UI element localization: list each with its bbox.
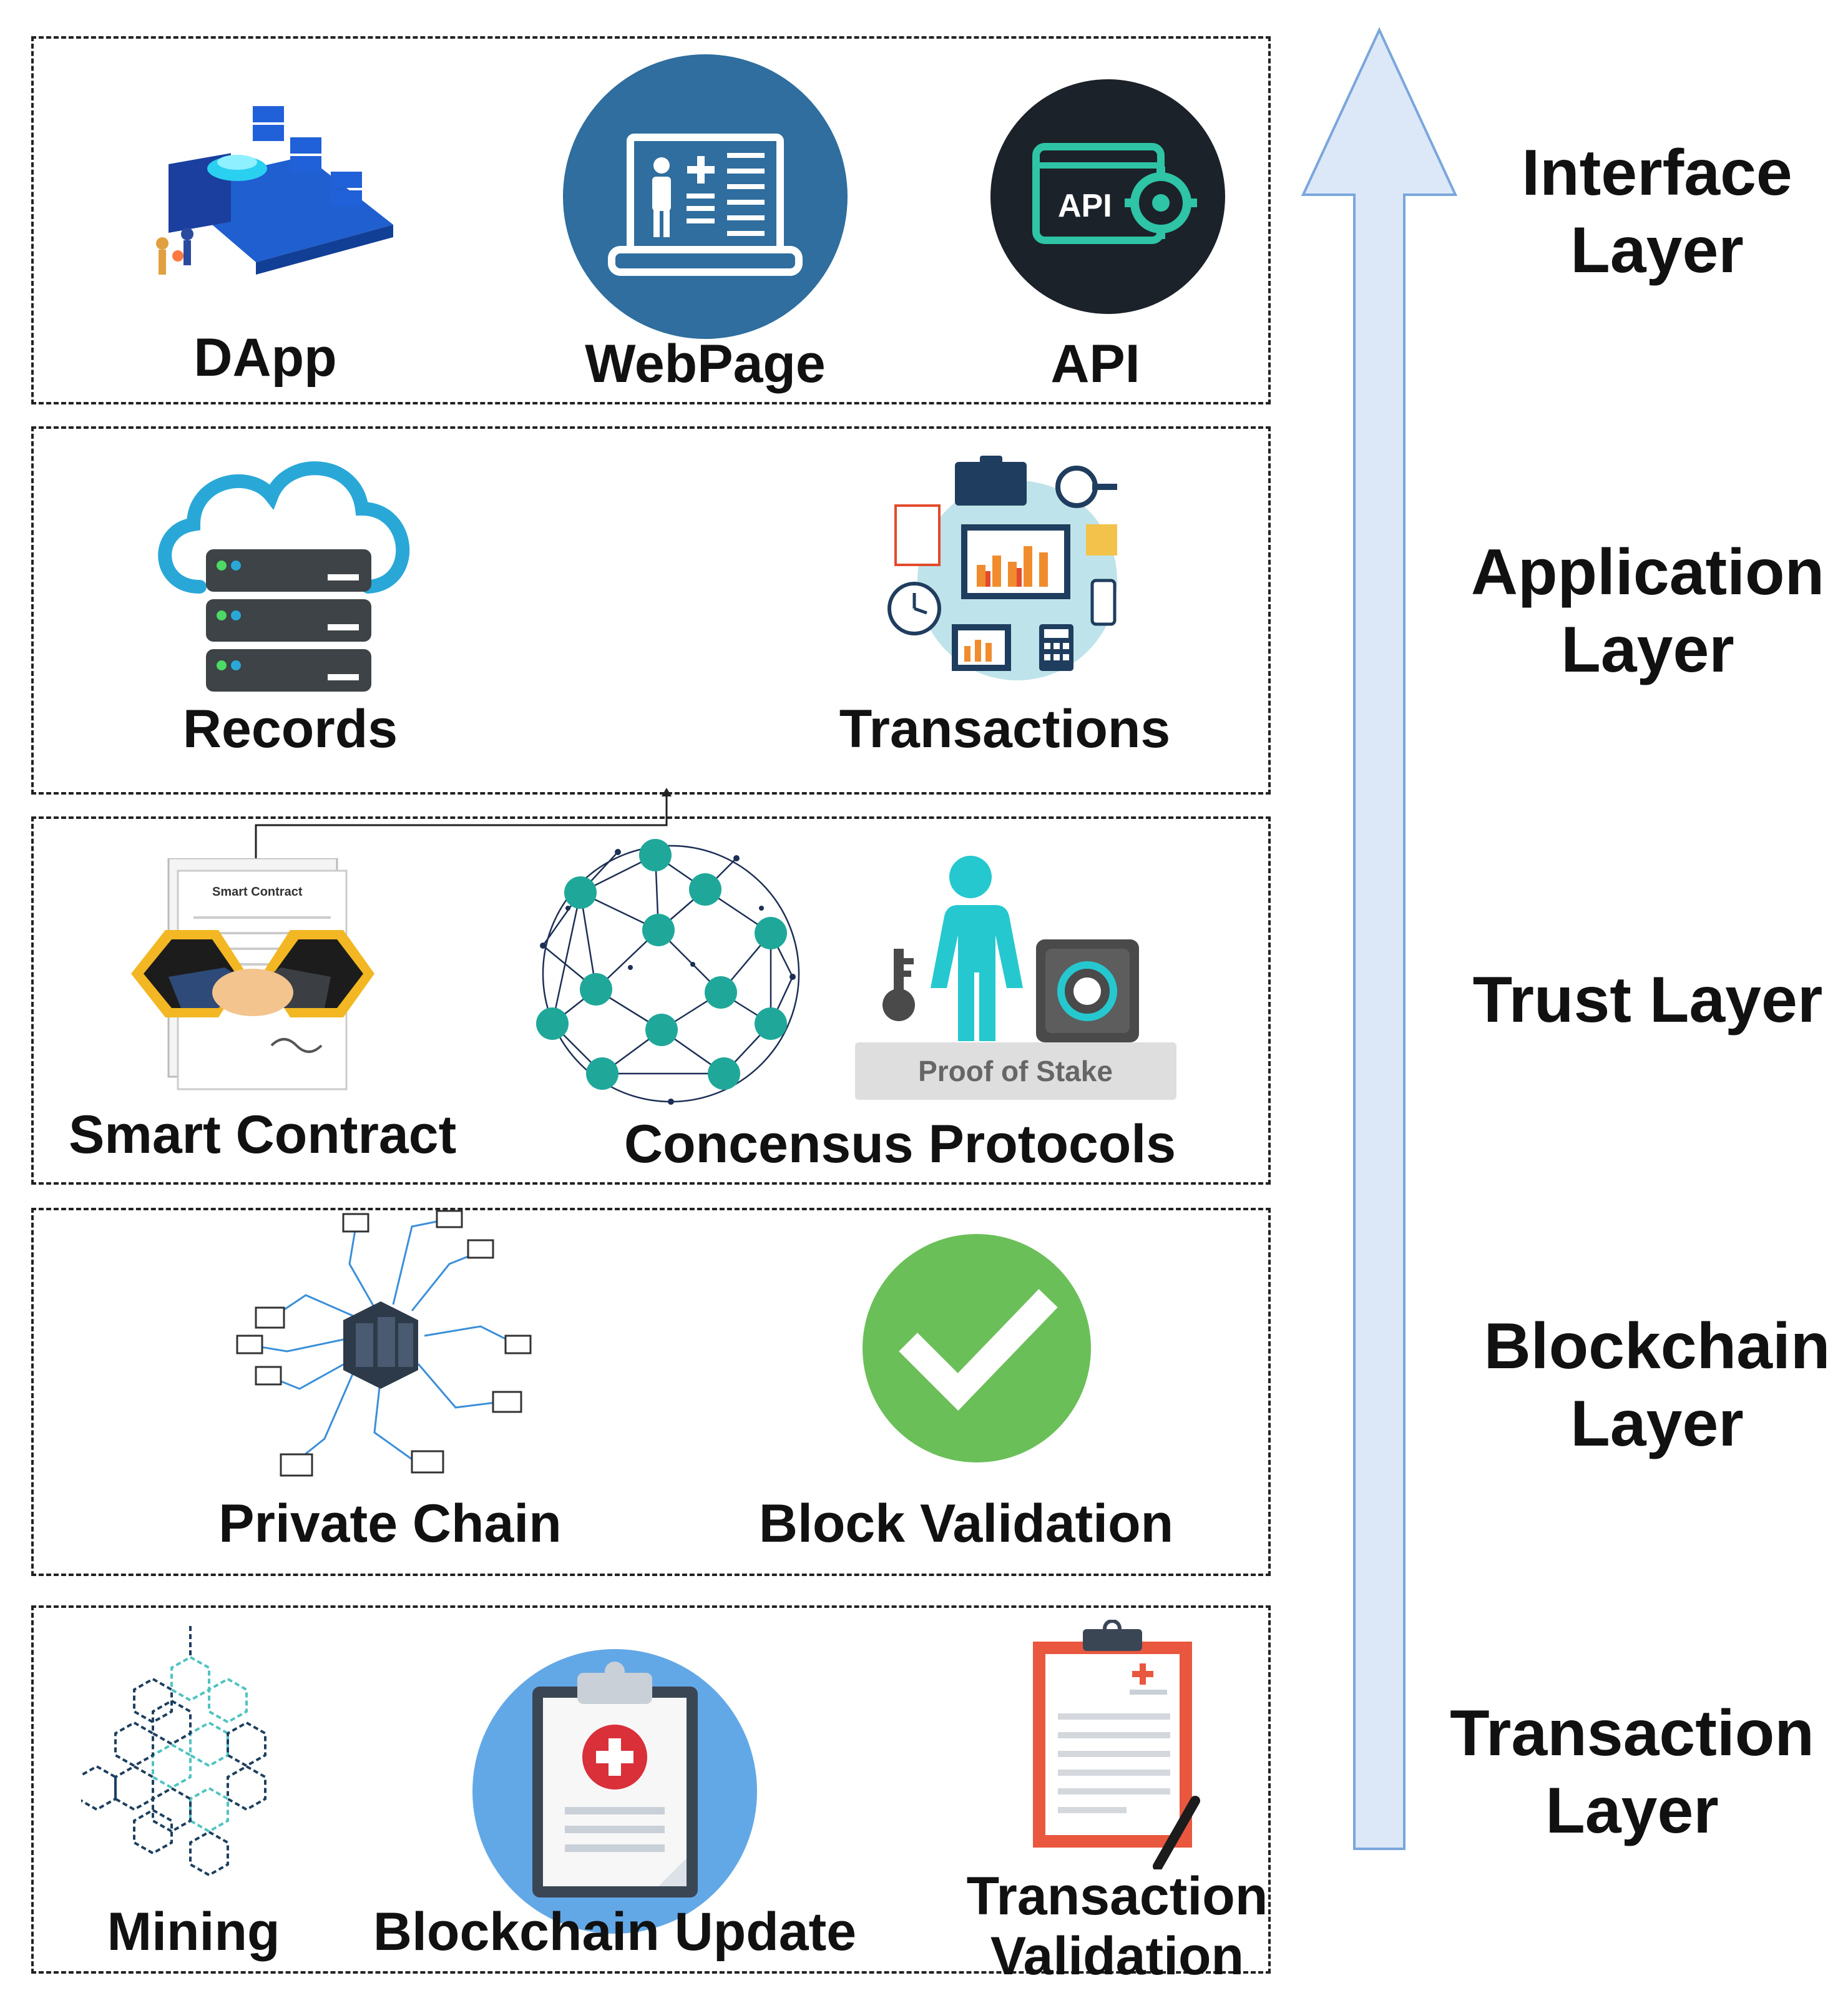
api-label: API — [1050, 334, 1140, 394]
transaction-validation-clipboard-icon — [1033, 1620, 1200, 1869]
layer-label-trust: Trust Layer — [1448, 961, 1847, 1039]
trust-layer-band — [31, 816, 1271, 1185]
block-validation-label: Block Validation — [758, 1494, 1174, 1554]
application-layer-band — [31, 426, 1271, 795]
interface-layer-band — [31, 36, 1271, 404]
smart-contract-handshake-icon: Smart Contract — [131, 858, 374, 1090]
layer-label-line2: Layer — [1570, 214, 1744, 286]
transactions-label: Transactions — [839, 699, 1171, 759]
transaction-layer-band — [31, 1605, 1271, 1974]
dapp-icon — [156, 106, 393, 275]
blockchain-layer-band — [31, 1208, 1271, 1576]
layer-label-line2: Layer — [1570, 1388, 1744, 1460]
private-chain-network-icon — [236, 1210, 532, 1477]
mining-label: Mining — [107, 1902, 280, 1962]
layer-label-line1: Trust Layer — [1472, 964, 1823, 1036]
smart-contract-label: Smart Contract — [69, 1105, 457, 1165]
layer-label-application: Application Layer — [1448, 534, 1847, 688]
transaction-validation-line2: Validation — [990, 1926, 1244, 1986]
smart-contract-doc-title: Smart Contract — [212, 885, 303, 899]
api-icon: API — [990, 79, 1225, 314]
connector-arrow — [255, 788, 672, 878]
webpage-label: WebPage — [585, 334, 826, 394]
layer-label-line1: Transaction — [1450, 1697, 1814, 1770]
transaction-validation-line1: Transaction — [966, 1866, 1268, 1926]
mining-hexagon-icon — [81, 1626, 266, 1877]
dapp-label: DApp — [193, 328, 337, 388]
blockchain-update-clipboard-icon — [472, 1649, 757, 1934]
block-validation-check-icon — [863, 1234, 1091, 1462]
layer-label-line1: Application — [1470, 536, 1825, 609]
transaction-validation-label: Transaction Validation — [967, 1866, 1268, 1986]
records-label: Records — [182, 699, 398, 759]
layer-label-line2: Layer — [1545, 1775, 1719, 1847]
layer-label-line1: Blockchain — [1484, 1310, 1831, 1383]
consensus-network-icon — [536, 839, 800, 1105]
transactions-icon — [887, 456, 1117, 680]
proof-of-stake-text: Proof of Stake — [918, 1055, 1113, 1087]
layer-label-blockchain: Blockchain Layer — [1457, 1308, 1848, 1462]
private-chain-label: Private Chain — [218, 1494, 562, 1554]
api-badge-text: API — [1058, 188, 1112, 224]
consensus-protocols-label: Concensus Protocols — [624, 1114, 1176, 1174]
layer-label-line1: Interface — [1522, 137, 1792, 209]
blockchain-update-label: Blockchain Update — [373, 1902, 857, 1962]
records-cloud-server-icon — [158, 461, 410, 692]
layer-label-interface: Interface Layer — [1457, 134, 1848, 289]
layer-label-transaction: Transaction Layer — [1432, 1695, 1832, 1849]
layer-label-line2: Layer — [1561, 614, 1734, 686]
proof-of-stake-icon: Proof of Stake — [855, 856, 1176, 1100]
upward-arrow — [1301, 27, 1458, 1850]
webpage-icon — [563, 54, 848, 339]
